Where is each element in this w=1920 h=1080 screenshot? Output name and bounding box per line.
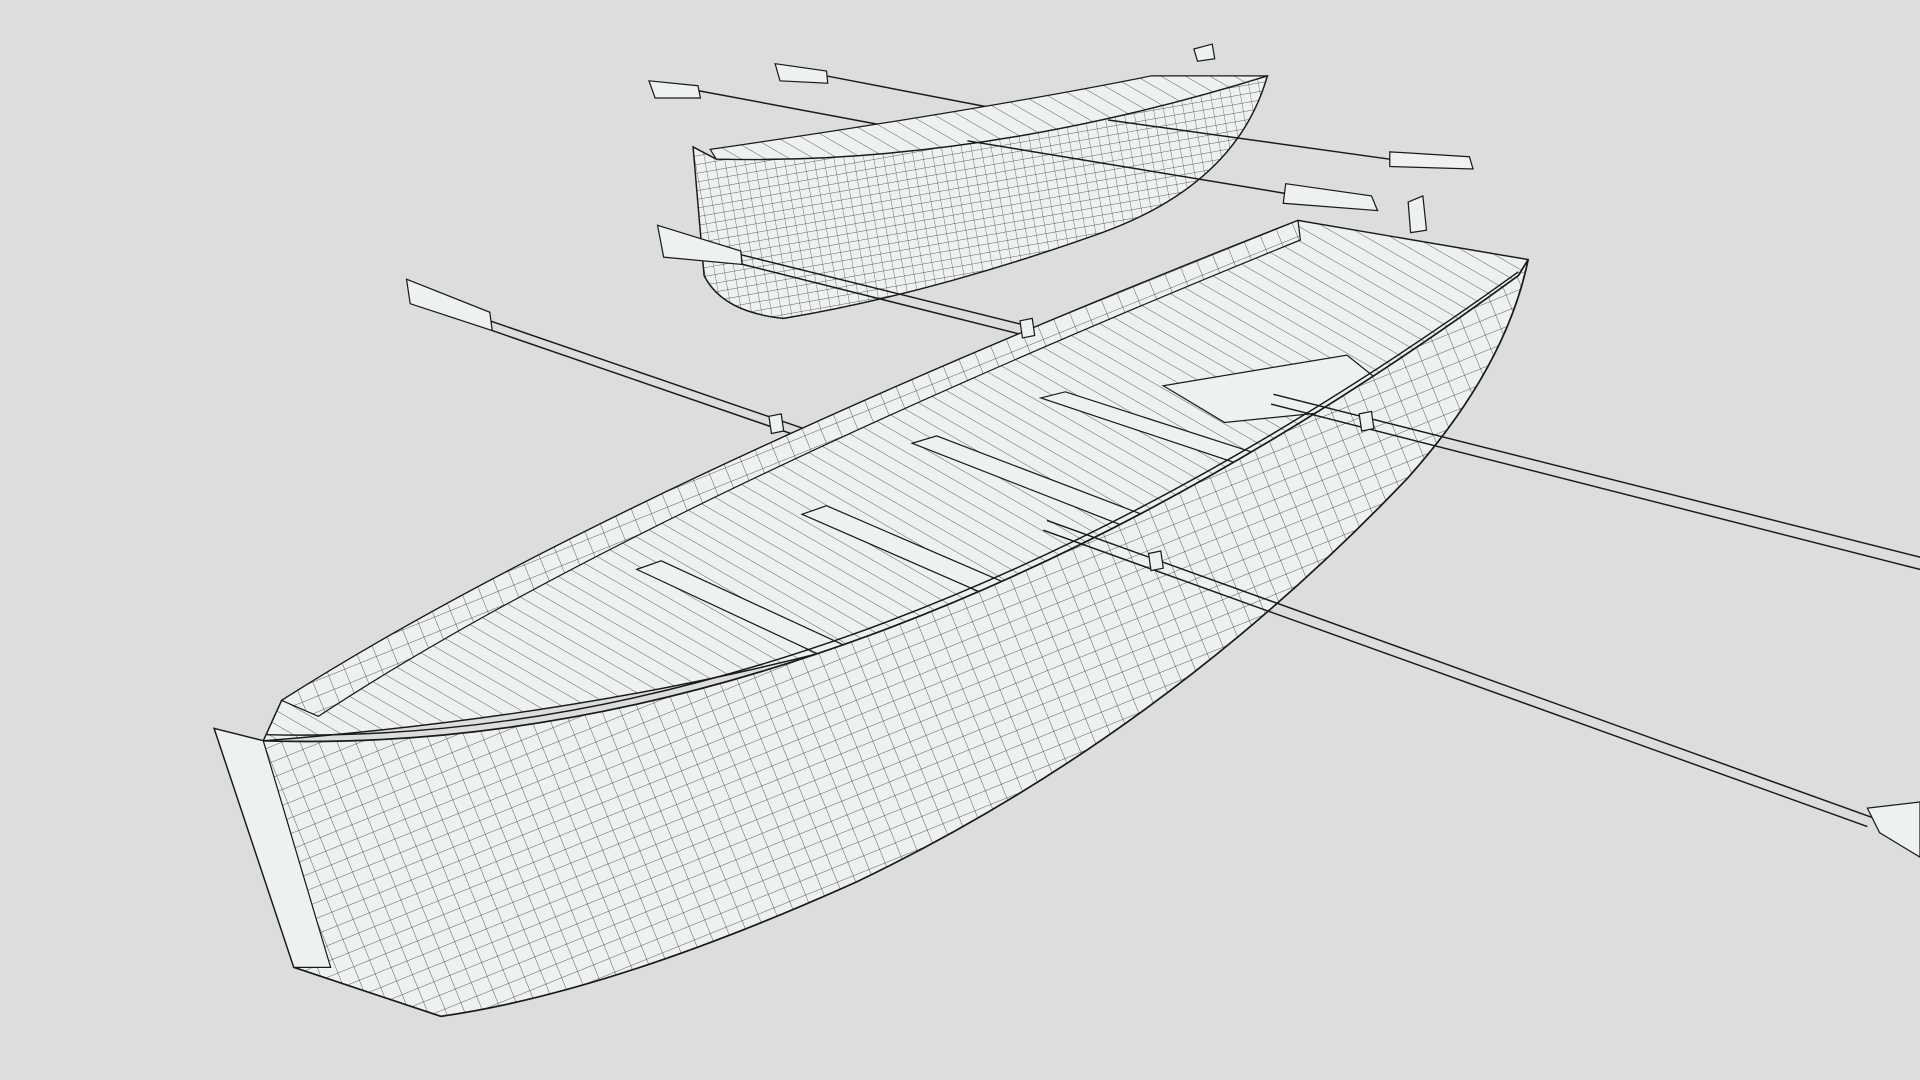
small-boat-hull bbox=[692, 74, 1269, 320]
small-boat-oar bbox=[697, 89, 888, 127]
small-boat-oar bbox=[967, 140, 1286, 195]
large-boat-oarlock bbox=[768, 317, 1375, 572]
large-boat-rudder-post bbox=[1407, 195, 1428, 234]
large-rowboat bbox=[212, 195, 1920, 1018]
large-boat-oar-blade bbox=[405, 278, 493, 332]
large-boat-far-gunwale bbox=[280, 219, 1302, 718]
small-boat-oar-blade bbox=[648, 80, 702, 99]
small-boat-oar-blade bbox=[1389, 151, 1474, 170]
large-boat-hull bbox=[212, 259, 1530, 1018]
large-boat-bow-stem bbox=[213, 727, 332, 968]
small-boat-oar-blade bbox=[774, 62, 829, 84]
small-boat-oar bbox=[1108, 119, 1390, 160]
small-boat-oar bbox=[826, 75, 992, 109]
large-boat-oar bbox=[1043, 519, 1874, 828]
large-boat-oar-blade bbox=[1866, 801, 1920, 858]
small-rowboat bbox=[648, 43, 1474, 320]
large-boat-oar-blade bbox=[656, 224, 743, 266]
large-boat-near-gunwale bbox=[266, 271, 1519, 736]
small-boat-oar-blade bbox=[1282, 182, 1379, 212]
large-boat-oar bbox=[1270, 393, 1920, 571]
small-boat-oarlock bbox=[1193, 43, 1216, 62]
